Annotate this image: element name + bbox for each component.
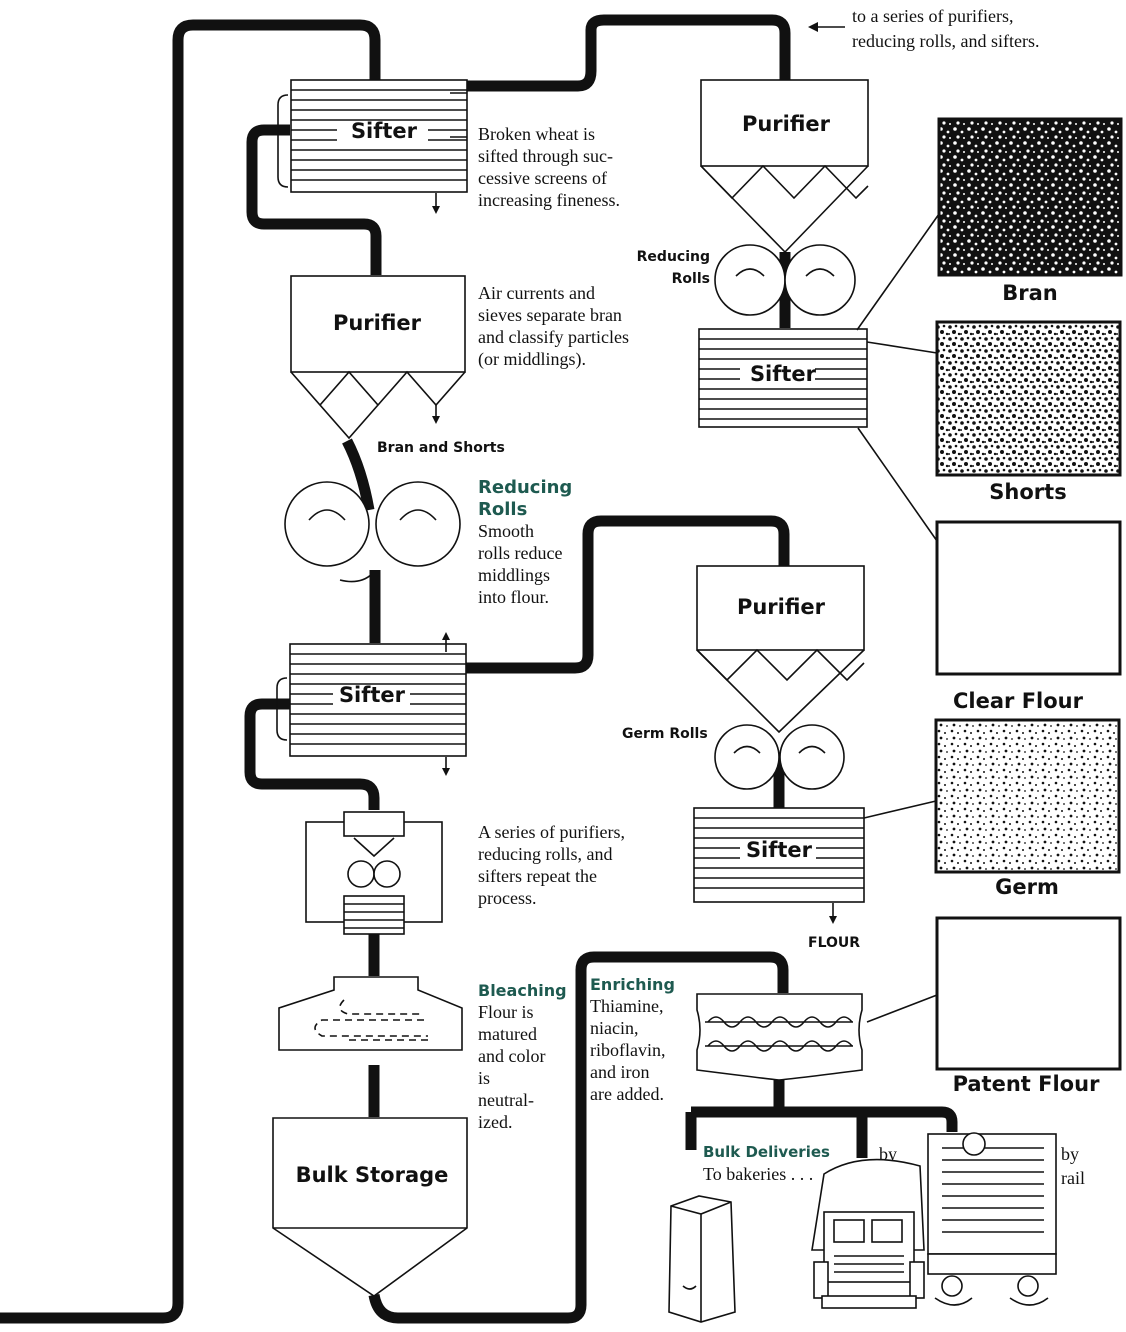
pipe-purifier1-to-rolls <box>342 438 375 511</box>
bulk-deliveries-title: Bulk Deliveries <box>703 1143 830 1161</box>
diagram-text: sieves separate bran <box>478 305 622 325</box>
bleaching-tank <box>278 976 463 1051</box>
diagram-text: process. <box>478 888 536 908</box>
enriching-unit <box>696 993 863 1081</box>
bran-and-shorts-label: Bran and Shorts <box>377 440 505 456</box>
sifter-1 <box>277 79 468 214</box>
flour-label: FLOUR <box>808 935 860 951</box>
tanker-truck <box>811 1158 925 1309</box>
diagram-text: to a series of purifiers, <box>852 6 1013 26</box>
pipe-sifter2-to-lower-purifier <box>466 515 790 674</box>
sifter-2-label: Sifter <box>339 683 406 707</box>
clear-flour-sample <box>935 520 1122 676</box>
enriching-title: Enriching <box>590 975 675 994</box>
diagram-text: is <box>478 1068 490 1088</box>
reducing-rolls-1 <box>284 481 461 583</box>
diagram-text: by <box>1061 1144 1079 1164</box>
diagram-text: Broken wheat is <box>478 124 595 144</box>
diagram-text: and color <box>478 1046 545 1066</box>
reducing-rolls-1-title: Reducing Rolls <box>478 477 572 520</box>
main-return-pipe <box>0 19 381 1324</box>
pipe-storage-to-enricher <box>368 951 789 1324</box>
top-note: to a series of purifiers, reducing rolls… <box>852 6 1039 51</box>
upper-sifter <box>698 328 868 428</box>
patent-flour-sample <box>935 916 1122 1071</box>
bleaching-title: Bleaching <box>478 981 567 1000</box>
bulk-storage-bin <box>272 1117 468 1297</box>
pipe-sifter1-to-upper-purifier <box>466 14 791 92</box>
diagram-text: riboflavin, <box>590 1040 665 1060</box>
shorts-caption: Shorts <box>989 480 1066 504</box>
flour-sack <box>668 1195 736 1323</box>
diagram-text: A series of purifiers, <box>478 822 625 842</box>
diagram-text: increasing fineness. <box>478 190 620 210</box>
germ-rolls <box>714 724 845 790</box>
bulk-storage-label: Bulk Storage <box>296 1163 449 1187</box>
germ-rolls-label: Germ Rolls <box>622 726 708 742</box>
purifier-1 <box>290 275 466 440</box>
diagram-text: sifted through suc- <box>478 146 613 166</box>
diagram-text: sifters repeat the <box>478 866 597 886</box>
diagram-text: rolls reduce <box>478 543 562 563</box>
patent-flour-caption: Patent Flour <box>953 1072 1101 1096</box>
diagram-text: and iron <box>590 1062 649 1082</box>
pipe-sifter2-to-series <box>244 698 380 810</box>
bulk-deliveries-desc: To bakeries . . . <box>703 1164 813 1184</box>
diagram-text: neutral- <box>478 1090 534 1110</box>
series-description: A series of purifiers, reducing rolls, a… <box>478 822 625 908</box>
germ-sample <box>934 718 1121 874</box>
lower-sifter-label: Sifter <box>746 838 813 862</box>
bran-caption: Bran <box>1002 281 1057 305</box>
diagram-text: reducing rolls, and sifters. <box>852 31 1039 51</box>
diagram-text: niacin, <box>590 1018 638 1038</box>
germ-caption: Germ <box>995 875 1059 899</box>
sample-leader-lines <box>856 213 940 1023</box>
diagram-text: are added. <box>590 1084 664 1104</box>
upper-purifier-label: Purifier <box>742 112 831 136</box>
purifier-1-label: Purifier <box>333 311 422 335</box>
clear-flour-caption: Clear Flour <box>953 689 1084 713</box>
diagram-text: and classify particles <box>478 327 629 347</box>
diagram-text: Air currents and <box>478 283 595 303</box>
purifier-1-description: Air currents and sieves separate bran an… <box>478 283 629 370</box>
bleaching-description: Flour is matured and color is neutral- i… <box>478 1002 545 1132</box>
diagram-text: Thiamine, <box>590 996 663 1016</box>
sifter-2 <box>276 632 467 776</box>
diagram-text: into flour. <box>478 587 549 607</box>
series-unit <box>305 811 443 935</box>
diagram-text: Flour is <box>478 1002 534 1022</box>
rail-caption: by rail <box>1061 1144 1085 1188</box>
rail-tanker-car <box>927 1132 1057 1306</box>
diagram-text: Rolls <box>672 271 710 287</box>
diagram-text: Reducing <box>637 249 710 265</box>
sifter-1-description: Broken wheat is sifted through suc- cess… <box>478 124 620 210</box>
diagram-text: reducing rolls, and <box>478 844 612 864</box>
lower-purifier <box>696 565 865 734</box>
reducing-rolls-1-description: Smooth rolls reduce middlings into flour… <box>478 521 562 607</box>
pipe-sifter1-to-purifier1 <box>246 124 382 275</box>
diagram-text: Smooth <box>478 521 534 541</box>
lower-sifter <box>693 807 865 924</box>
upper-reducing-rolls <box>714 244 856 316</box>
lower-purifier-label: Purifier <box>737 595 826 619</box>
shorts-sample <box>935 320 1122 477</box>
upper-reducing-rolls-label: Reducing Rolls <box>637 249 710 287</box>
upper-sifter-label: Sifter <box>750 362 817 386</box>
sifter-1-label: Sifter <box>351 119 418 143</box>
diagram-text: cessive screens of <box>478 168 607 188</box>
enriching-description: Thiamine, niacin, riboflavin, and iron a… <box>590 996 665 1104</box>
diagram-text: rail <box>1061 1168 1085 1188</box>
diagram-text: middlings <box>478 565 550 585</box>
diagram-text: matured <box>478 1024 537 1044</box>
diagram-text: Rolls <box>478 499 527 520</box>
upper-purifier <box>700 79 869 254</box>
diagram-text: (or middlings). <box>478 349 586 370</box>
diagram-text: Reducing <box>478 477 572 498</box>
pipe-enricher-to-deliveries <box>685 1080 958 1158</box>
bran-sample <box>937 117 1123 277</box>
diagram-text: ized. <box>478 1112 512 1132</box>
